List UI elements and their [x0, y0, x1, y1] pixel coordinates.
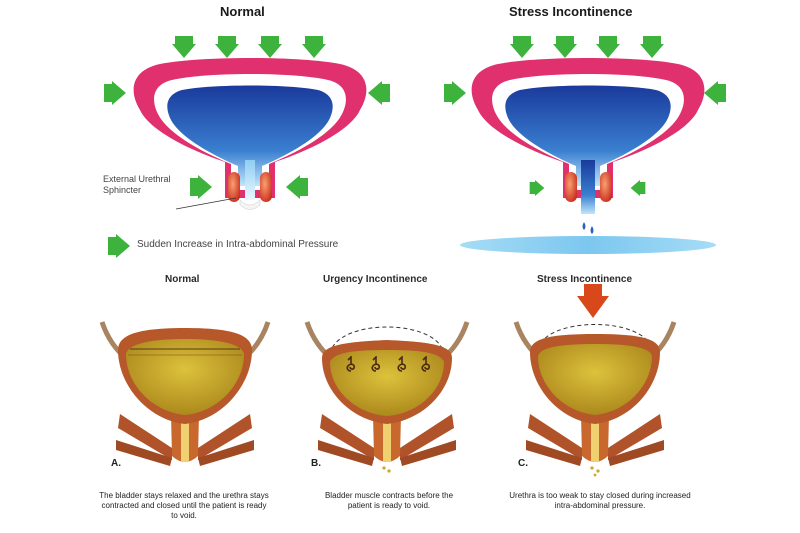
leak-drop-1: [582, 222, 586, 230]
panel-letter-a: A.: [111, 458, 121, 469]
caption-a: The bladder stays relaxed and the urethr…: [99, 491, 269, 520]
sphincter-pointer-line: [175, 197, 237, 210]
bladder-urine-b: [330, 350, 444, 416]
sphincter-left-normal: [228, 172, 240, 202]
caption-b: Bladder muscle contracts before the pati…: [324, 491, 454, 510]
panel-letter-b: B.: [311, 458, 321, 469]
sphincter-right-normal: [260, 172, 272, 202]
top-normal-diagram: [104, 36, 390, 210]
panel-letter-c: C.: [518, 458, 528, 469]
leak-drop-2: [590, 226, 594, 234]
bladder-urine-normal: [167, 85, 333, 186]
pressure-arrow-c: [577, 284, 609, 318]
top-stress-diagram: [444, 36, 726, 254]
bladder-urine-a: [126, 339, 244, 415]
bladder-urine-c: [538, 344, 652, 415]
bottom-panel-b: [304, 321, 470, 473]
title-bottom-normal: Normal: [165, 274, 200, 285]
bottom-panel-c: [513, 284, 677, 477]
sphincter-left-stress: [565, 172, 577, 202]
title-bottom-stress: Stress Incontinence: [537, 274, 633, 285]
urine-puddle: [460, 236, 716, 254]
caption-c: Urethra is too weak to stay closed durin…: [509, 491, 691, 510]
title-bottom-urgency: Urgency Incontinence: [323, 274, 428, 285]
bottom-panel-a: [99, 321, 271, 466]
sphincter-label: External Urethral Sphincter: [103, 174, 171, 195]
sphincter-right-stress: [600, 172, 612, 202]
legend-label: Sudden Increase in Intra-abdominal Press…: [137, 239, 339, 250]
bladder-urine-stress: [505, 85, 671, 186]
legend-arrow-icon: [108, 234, 130, 258]
title-top-normal: Normal: [220, 4, 265, 19]
title-top-stress: Stress Incontinence: [509, 4, 633, 19]
